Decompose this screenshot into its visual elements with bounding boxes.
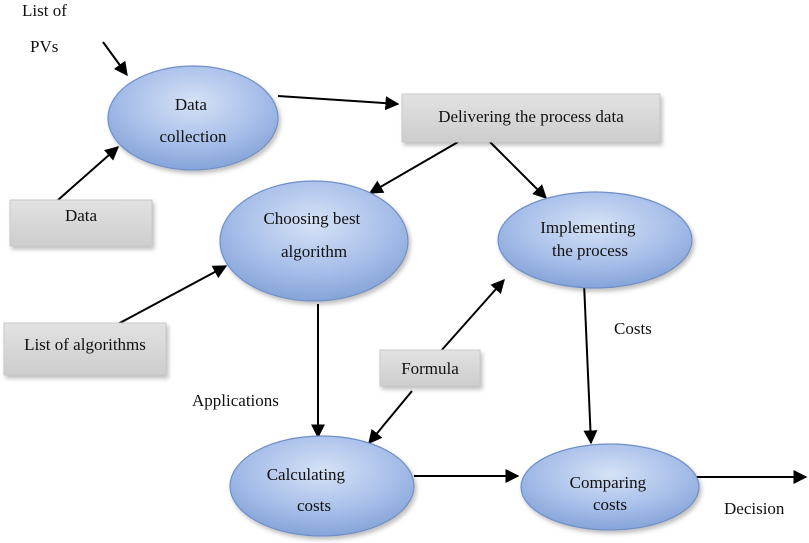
calculating-costs-node: Calculating costs: [229, 435, 415, 537]
data-collection-node: Data collection: [107, 65, 279, 171]
implementing-process-label: Implementing the process: [540, 218, 640, 260]
applications-label: Applications: [192, 391, 279, 410]
data-node: Data: [9, 199, 153, 247]
delivering-process-data-label: Delivering the process data: [438, 107, 624, 126]
arrow-implementing-to-comparing: [583, 282, 598, 445]
choosing-best-algorithm-node: Choosing best algorithm: [219, 180, 409, 302]
costs-label: Costs: [614, 319, 652, 338]
arrow-delivering-to-choosing: [368, 141, 459, 194]
arrow-collection-to-delivering: [277, 95, 400, 111]
implementing-process-node: Implementing the process: [497, 191, 693, 289]
formula-label: Formula: [401, 359, 459, 378]
arrow-algorithms-to-choosing: [115, 265, 228, 326]
arrow-pvs-to-collection: [102, 41, 128, 77]
arrow-data-to-collection: [57, 146, 120, 201]
arrow-formula-to-implementing: [439, 278, 505, 353]
list-of-pvs-label: List of PVs: [22, 1, 71, 56]
comparing-costs-label: Comparing costs: [570, 473, 651, 514]
list-of-algorithms-node: List of algorithms: [3, 322, 167, 376]
delivering-process-data-node: Delivering the process data: [401, 93, 661, 143]
formula-node: Formula: [379, 349, 481, 387]
comparing-costs-node: Comparing costs: [520, 443, 700, 531]
data-collection-label: Data collection: [159, 95, 227, 146]
arrow-formula-to-calculating: [368, 390, 413, 445]
choosing-best-algorithm-label: Choosing best algorithm: [263, 209, 364, 261]
calculating-costs-label: Calculating costs: [267, 465, 350, 515]
data-label: Data: [65, 206, 98, 225]
decision-label: Decision: [724, 499, 785, 518]
arrow-delivering-to-implementing: [489, 141, 547, 199]
list-of-algorithms-label: List of algorithms: [24, 335, 146, 354]
